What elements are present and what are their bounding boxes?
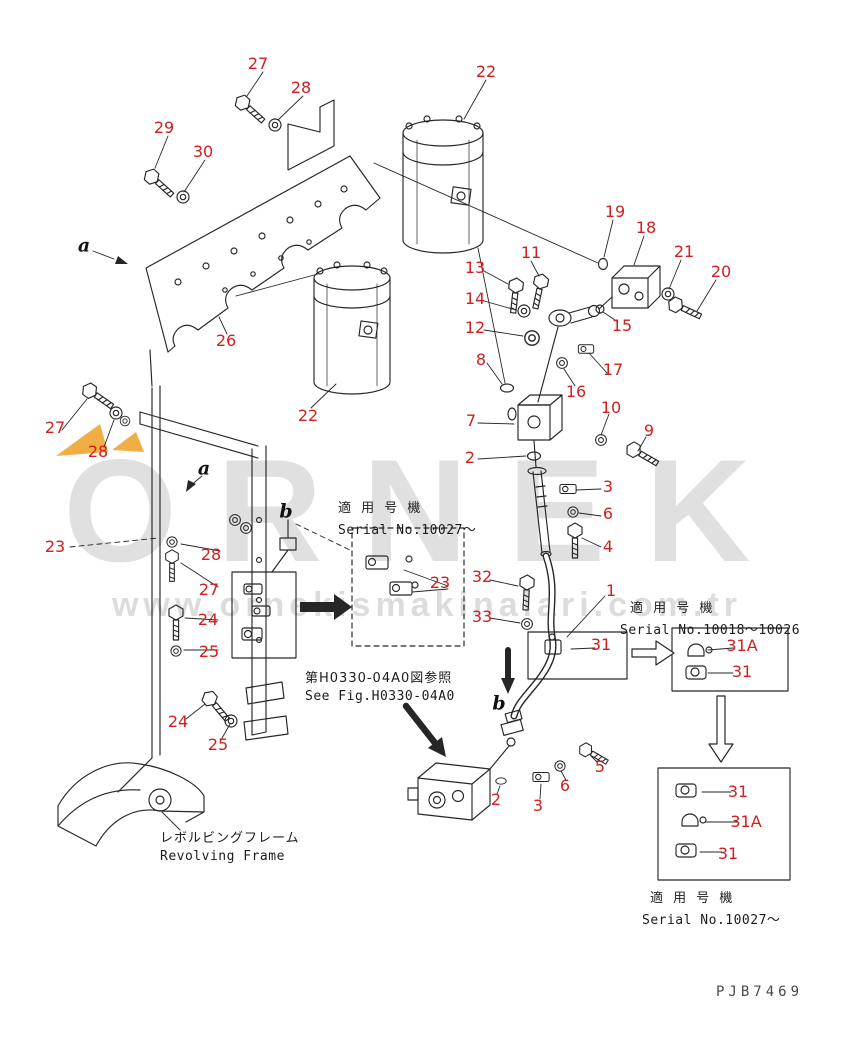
washer-30	[176, 190, 190, 204]
mounting-bracket	[145, 99, 381, 353]
bolt-24-bottom	[198, 687, 234, 725]
elbow-fitting	[489, 709, 524, 770]
view-arrows	[115, 256, 196, 492]
frame-upright	[117, 349, 289, 793]
revolving-frame-jp: レボルビングフレーム	[160, 831, 300, 846]
valve-block-7	[507, 326, 563, 468]
dashed-leader-b	[295, 523, 353, 552]
clamp-parts-detail-box	[241, 583, 271, 641]
clamp-parts-dashed-box	[365, 555, 419, 596]
oring-2-bottom	[495, 777, 507, 785]
see-fig-arrow	[402, 702, 446, 757]
applicability-note-right: 適 用 号 機 Serial No.10018〜10026	[620, 597, 800, 638]
applicability-right-jp: 適 用 号 機	[630, 601, 716, 616]
hose-inner	[511, 553, 556, 719]
washer-6	[567, 506, 579, 518]
variant-arrow-down	[708, 695, 734, 763]
reference-en: See Fig.H0330-04A0	[305, 689, 455, 704]
bracket-tab	[287, 99, 335, 171]
bolt-1	[518, 574, 535, 611]
leader-lines	[61, 71, 739, 853]
ring-8	[499, 383, 515, 393]
washer-6-bottom	[554, 760, 566, 772]
applicability-top-serial: Serial No.10027〜	[338, 523, 477, 538]
filter-canister-left	[313, 261, 391, 395]
washer-21	[661, 287, 675, 301]
hose-clamp-box	[527, 631, 628, 680]
applicability-right-serial: Serial No.10018〜10026	[620, 623, 801, 638]
bolt-5	[576, 740, 611, 769]
clamp-3	[559, 483, 577, 495]
detail-arrow-right	[300, 594, 352, 620]
construction-lines	[161, 162, 599, 831]
clamp-stack-box	[675, 783, 707, 858]
washer-28-left	[109, 406, 123, 420]
clamp-31a-31-box	[685, 643, 713, 680]
applicability-top-jp: 適 用 号 機	[338, 501, 424, 516]
applicability-bottom-jp: 適 用 号 機	[650, 891, 736, 906]
washer-12	[524, 330, 540, 346]
applicability-bottom-serial: Serial No.10027〜	[642, 913, 781, 928]
washer-28-top	[268, 118, 282, 132]
washer-28-left-2	[119, 415, 131, 427]
dashed-group-box	[351, 527, 465, 647]
bolt-27-top	[231, 91, 269, 127]
drawing-code: PJB7469	[716, 984, 804, 1000]
washer-frame-a	[229, 514, 241, 526]
applicability-note-bottom: 適 用 号 機 Serial No.10027〜	[642, 887, 780, 928]
grease-pipe	[527, 466, 552, 558]
bolt-4	[567, 522, 583, 559]
washer-10	[595, 434, 607, 446]
banjo-fitting	[548, 296, 613, 327]
applicability-note-top: 適 用 号 機 Serial No.10027〜	[338, 497, 476, 538]
down-arrow-b	[501, 647, 515, 694]
fitting-block-18	[611, 265, 661, 309]
reference-note: 第H0330-04A0図参照 See Fig.H0330-04A0	[305, 667, 455, 704]
fitting-17	[577, 344, 595, 354]
hose-clamp-31	[544, 633, 562, 655]
serial-10027-box	[657, 767, 791, 881]
clamp-detail-box	[231, 571, 297, 659]
clamp-3-bottom	[532, 771, 550, 783]
washer-14	[517, 304, 531, 318]
filter-canister-right	[402, 115, 484, 254]
clamp-b-ref	[279, 537, 297, 551]
reference-jp: 第H0330-04A0図参照	[305, 671, 453, 686]
revolving-frame-en: Revolving Frame	[160, 849, 285, 864]
washer-25-bottom	[224, 714, 238, 728]
washer-19	[597, 257, 609, 271]
washer-frame-b	[240, 522, 252, 534]
washer-25-mid	[170, 645, 182, 657]
bolt-27-left	[78, 380, 117, 413]
manifold-block	[407, 762, 491, 821]
variant-arrow-right	[631, 640, 675, 666]
bolt-11	[527, 272, 551, 311]
washer-16	[556, 357, 568, 369]
washer-33	[521, 618, 533, 630]
revolving-frame-sketch	[57, 762, 205, 847]
washer-28-mid	[166, 536, 178, 548]
bolt-27-mid	[165, 549, 179, 582]
bolt-24-mid	[168, 604, 184, 641]
oring-2	[526, 451, 542, 461]
revolving-frame-note: レボルビングフレーム Revolving Frame	[160, 827, 300, 864]
bolt-29	[140, 165, 178, 201]
ring-15	[595, 304, 605, 314]
serial-10018-box	[671, 627, 789, 692]
